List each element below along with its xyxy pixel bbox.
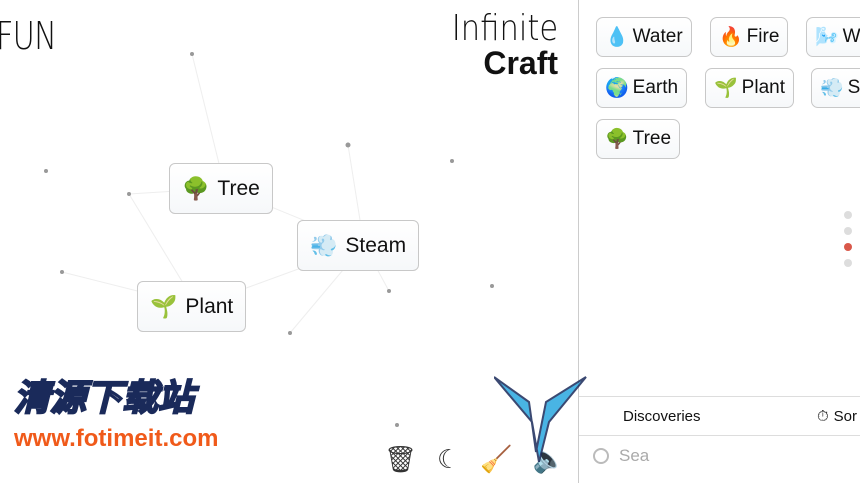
sidebar-item-earth[interactable]: 🌍Earth	[596, 68, 688, 108]
canvas-item-plant[interactable]: 🌱 Plant	[137, 281, 247, 332]
search-icon	[593, 448, 609, 464]
fun-logo: FUN	[0, 14, 57, 58]
sidebar-item-fire[interactable]: 🔥Fire	[710, 17, 789, 57]
crafting-canvas[interactable]: FUN Infinite Craft 🌳 Tree 💨 Steam 🌱 Plan…	[0, 0, 578, 483]
fire-icon: 🔥	[719, 27, 743, 48]
trash-icon[interactable]: 🗑	[384, 444, 418, 474]
sidebar-item-steam[interactable]: 💨S	[811, 68, 860, 108]
steam-icon: 💨	[820, 78, 844, 99]
water-icon: 💧	[605, 27, 629, 48]
sidebar-item-tree[interactable]: 🌳Tree	[596, 119, 681, 159]
plant-icon: 🌱	[150, 293, 178, 319]
earth-icon: 🌍	[605, 78, 629, 99]
moon-icon[interactable]: ☾	[437, 444, 461, 474]
page-dot[interactable]	[844, 211, 852, 219]
wind-icon: 🌬️	[815, 27, 839, 48]
canvas-item-tree[interactable]: 🌳 Tree	[169, 163, 273, 214]
sidebar-controls: Discoveries ⏱Sor	[579, 396, 860, 436]
infinite-craft-logo: Infinite Craft	[451, 8, 558, 81]
tree-icon: 🌳	[182, 175, 210, 201]
toolbar: 🗑 ☾ 🧹 🔈	[384, 444, 565, 475]
search-input[interactable]: Sea	[593, 446, 649, 466]
page-dots	[844, 211, 852, 267]
stopwatch-icon: ⏱	[816, 407, 829, 425]
tree-icon: 🌳	[605, 129, 629, 150]
sort-button[interactable]: ⏱Sor	[816, 407, 857, 425]
steam-icon: 💨	[310, 232, 338, 258]
sidebar-item-water[interactable]: 💧Water	[596, 17, 692, 57]
sound-icon[interactable]: 🔈	[532, 444, 566, 474]
sidebar-item-plant[interactable]: 🌱Plant	[705, 68, 794, 108]
sidebar-item-wind[interactable]: 🌬️W	[806, 17, 860, 57]
canvas-item-steam[interactable]: 💨 Steam	[297, 220, 420, 271]
sidebar: 💧Water 🔥Fire 🌬️W 🌍Earth 🌱Plant 💨S 🌳Tree …	[578, 0, 860, 483]
page-dot-active[interactable]	[844, 243, 852, 251]
plant-icon: 🌱	[714, 78, 738, 99]
page-dot[interactable]	[844, 259, 852, 267]
broom-icon[interactable]: 🧹	[480, 444, 513, 474]
page-dot[interactable]	[844, 227, 852, 235]
discoveries-button[interactable]: Discoveries	[623, 407, 701, 425]
